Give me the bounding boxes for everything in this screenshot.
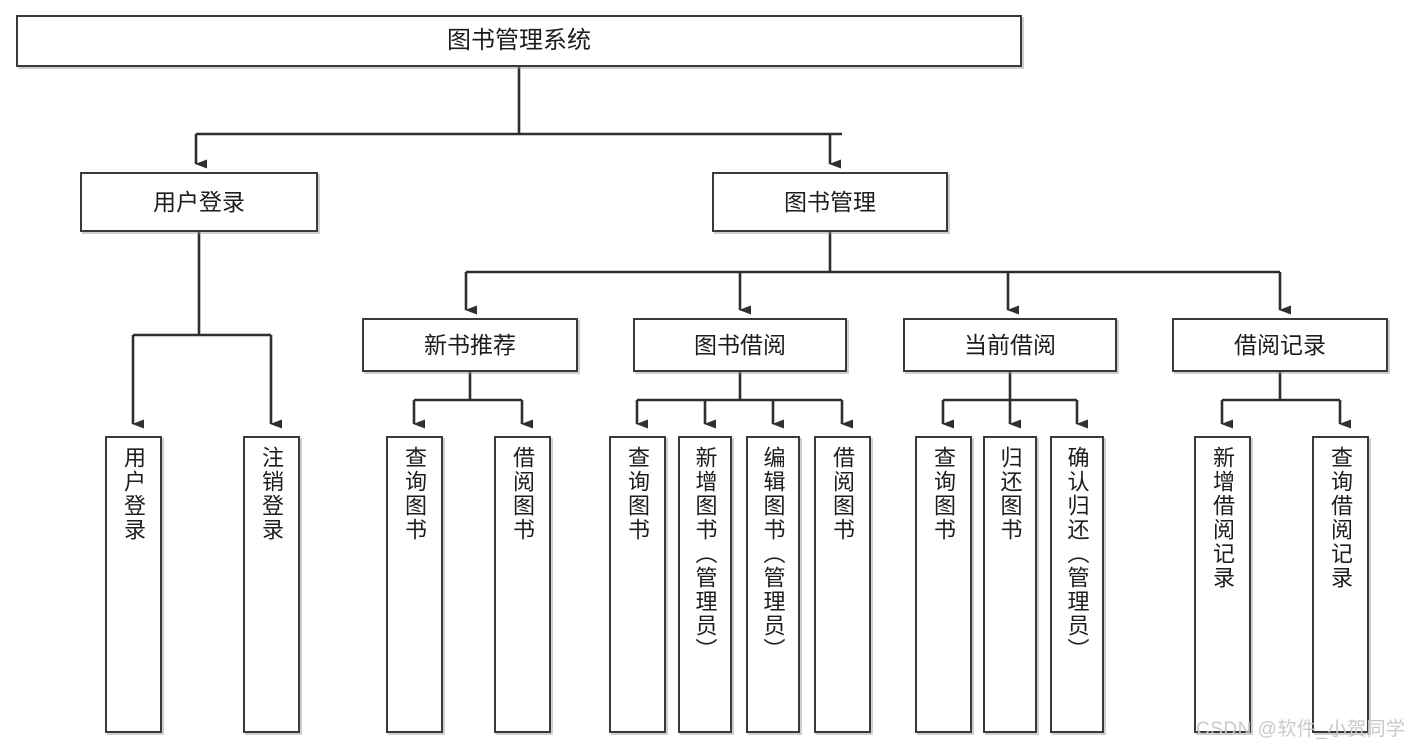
- node-label: 借阅记录: [1234, 331, 1326, 358]
- node-label: 查询图书: [931, 446, 957, 542]
- node-label: 归还图书: [997, 446, 1023, 542]
- node-new-book-recommend[interactable]: 新书推荐: [362, 318, 578, 372]
- node-label: 查询借阅记录: [1328, 446, 1354, 590]
- node-book-manage[interactable]: 图书管理: [712, 172, 948, 232]
- node-leaf-borrow-book-2[interactable]: 借阅图书: [814, 436, 871, 733]
- node-borrow-record[interactable]: 借阅记录: [1172, 318, 1388, 372]
- node-label: 新书推荐: [424, 331, 516, 358]
- node-label: 新增借阅记录: [1210, 446, 1236, 590]
- node-leaf-query-book-2[interactable]: 查询图书: [609, 436, 666, 733]
- node-label: 用户登录: [121, 446, 147, 542]
- node-leaf-query-book-3[interactable]: 查询图书: [915, 436, 972, 733]
- node-book-borrow[interactable]: 图书借阅: [633, 318, 847, 372]
- node-leaf-logout-login[interactable]: 注销登录: [243, 436, 300, 733]
- node-leaf-add-record[interactable]: 新增借阅记录: [1194, 436, 1251, 733]
- node-label: 当前借阅: [964, 331, 1056, 358]
- node-label: 图书管理: [784, 188, 876, 215]
- node-leaf-edit-book[interactable]: 编辑图书（管理员）: [746, 436, 800, 733]
- node-label: 查询图书: [402, 446, 428, 542]
- node-current-borrow[interactable]: 当前借阅: [903, 318, 1117, 372]
- watermark-text: CSDN @软件_小贺同学: [1196, 719, 1405, 740]
- node-leaf-user-login[interactable]: 用户登录: [105, 436, 162, 733]
- node-label: 编辑图书（管理员）: [760, 446, 786, 662]
- node-label: 注销登录: [259, 446, 285, 542]
- node-leaf-return-book[interactable]: 归还图书: [983, 436, 1037, 733]
- node-leaf-query-record[interactable]: 查询借阅记录: [1312, 436, 1369, 733]
- node-user-login[interactable]: 用户登录: [80, 172, 318, 232]
- node-label: 确认归还（管理员）: [1064, 446, 1090, 662]
- node-leaf-confirm-return[interactable]: 确认归还（管理员）: [1050, 436, 1104, 733]
- node-label: 借阅图书: [510, 446, 536, 542]
- node-leaf-query-book-1[interactable]: 查询图书: [386, 436, 443, 733]
- node-label: 借阅图书: [830, 446, 856, 542]
- node-label: 新增图书（管理员）: [692, 446, 718, 662]
- node-leaf-borrow-book-1[interactable]: 借阅图书: [494, 436, 551, 733]
- node-root-book-management-system[interactable]: 图书管理系统: [16, 15, 1022, 67]
- node-label: 用户登录: [153, 188, 245, 215]
- node-label: 查询图书: [625, 446, 651, 542]
- node-leaf-add-book[interactable]: 新增图书（管理员）: [678, 436, 732, 733]
- node-label: 图书借阅: [694, 331, 786, 358]
- node-label: 图书管理系统: [447, 27, 591, 55]
